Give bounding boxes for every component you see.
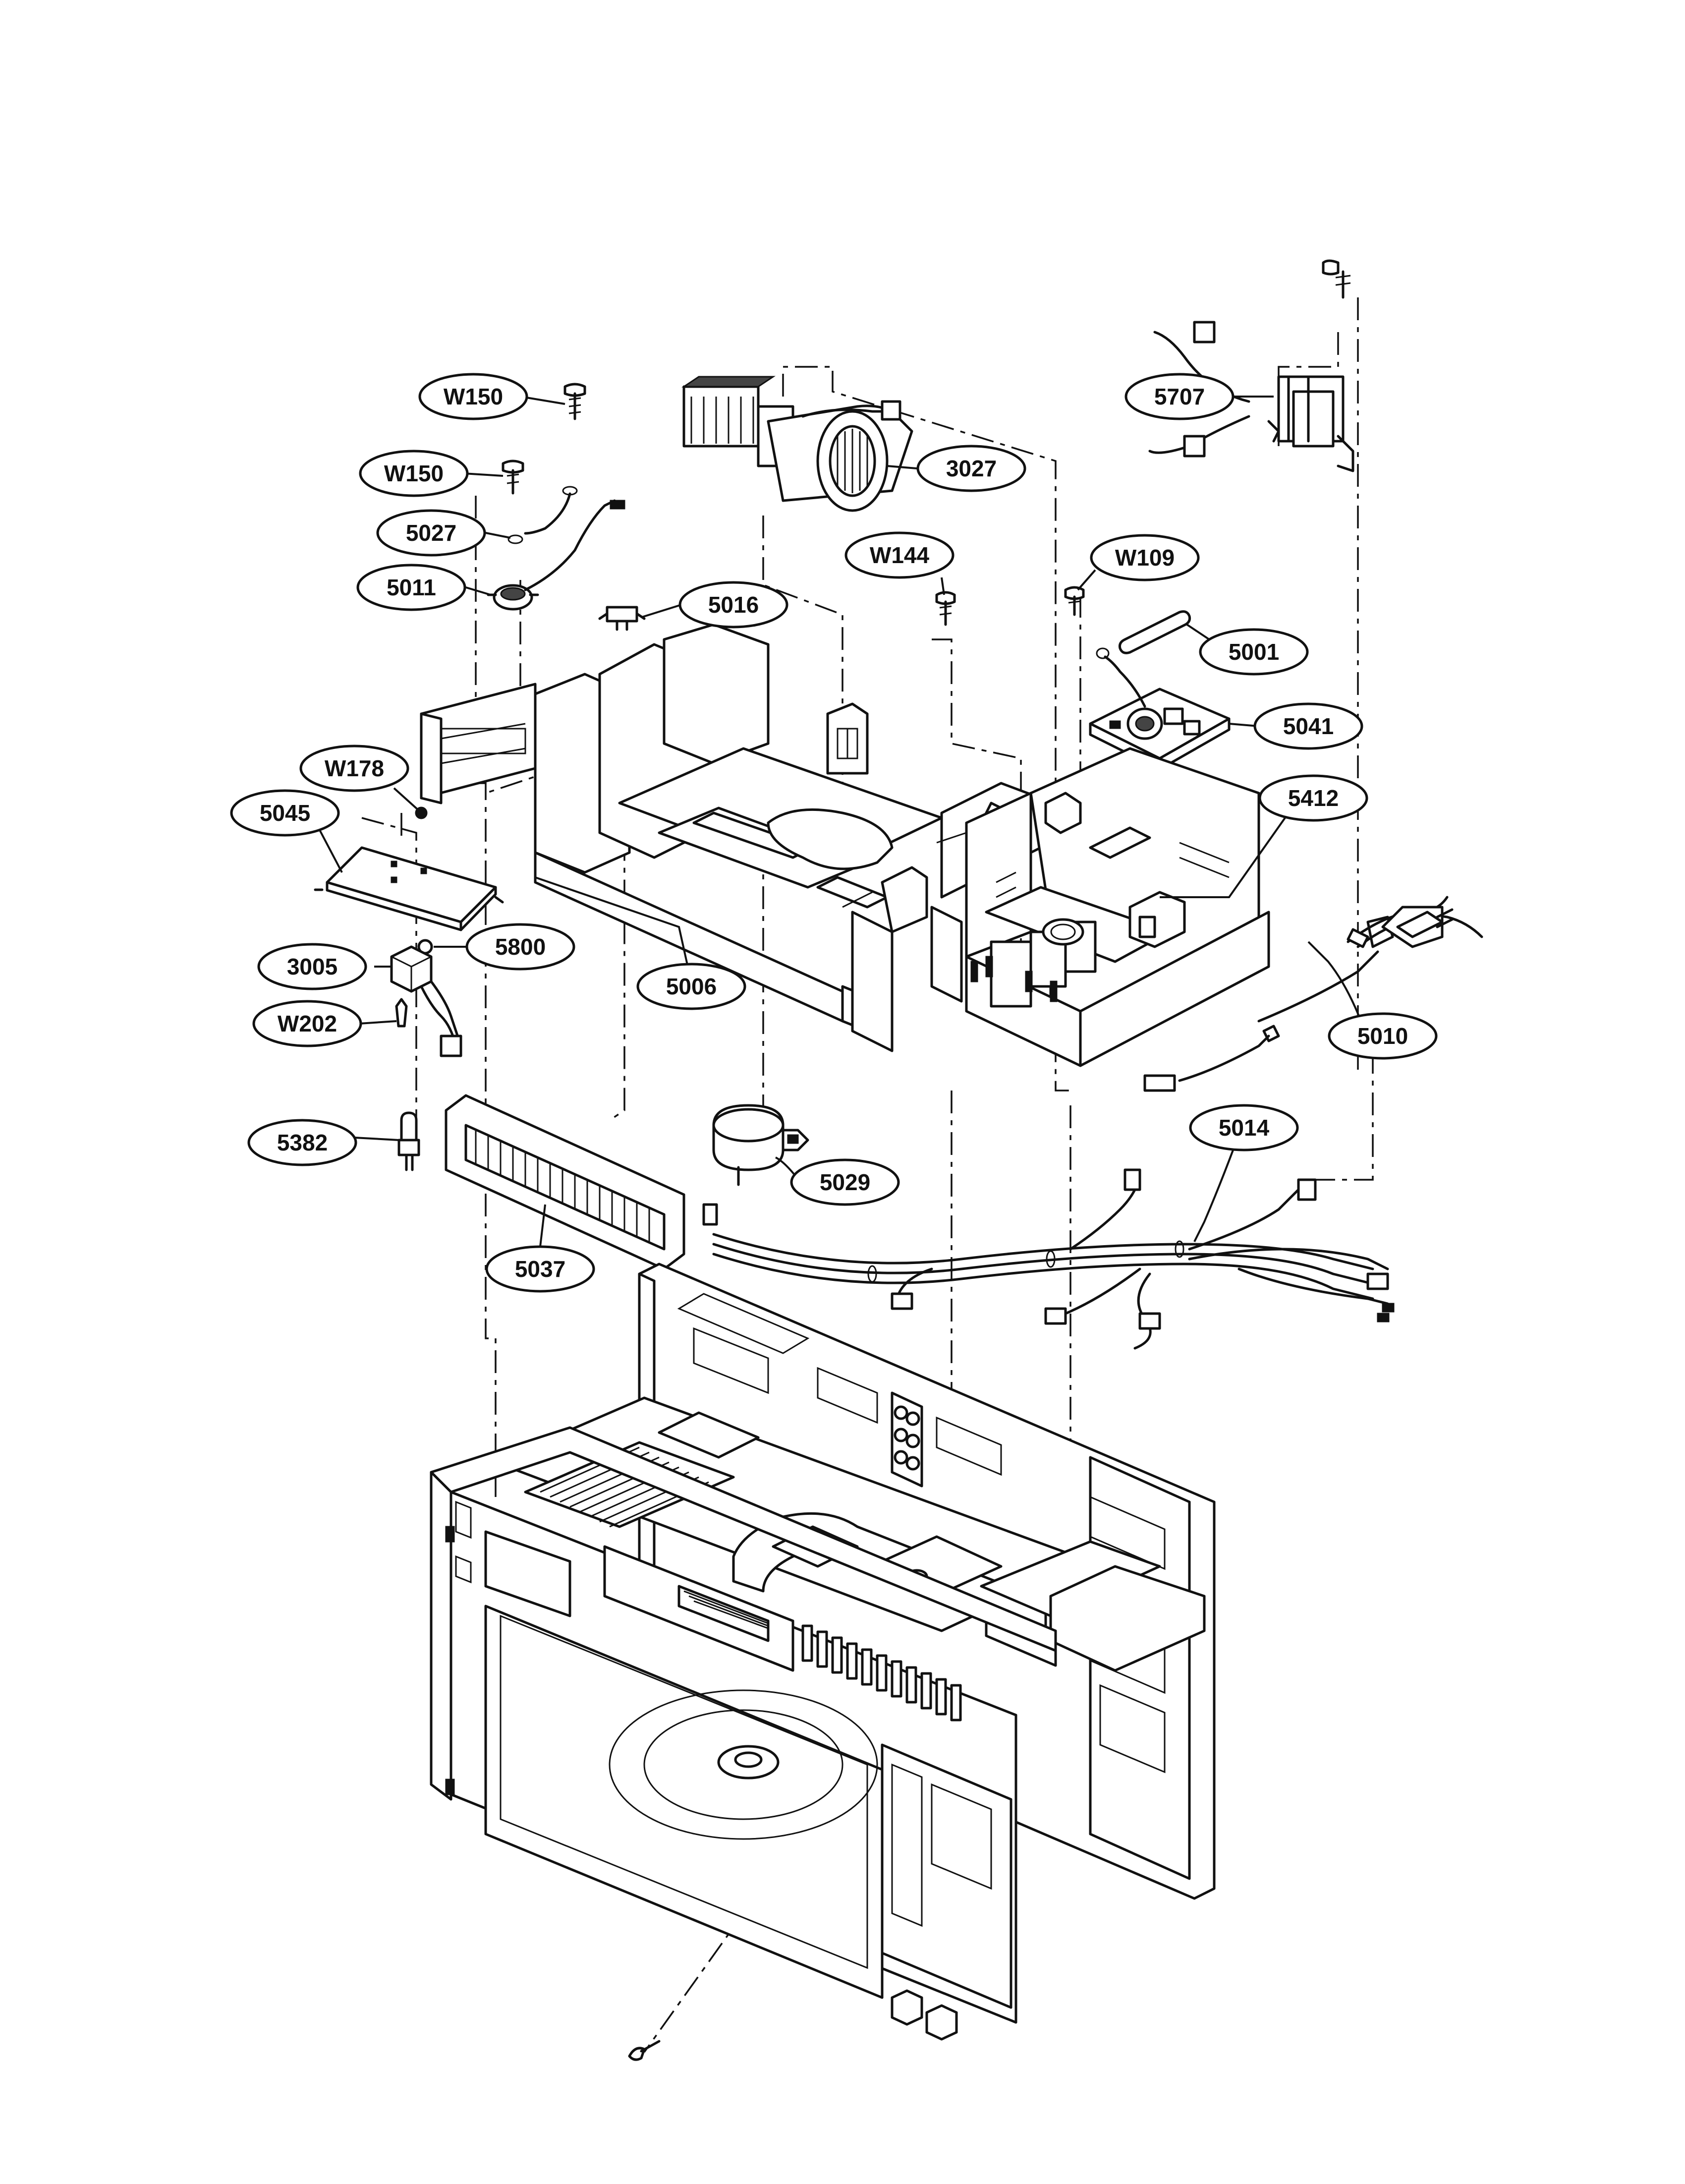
frame-louvers [801, 1624, 962, 1722]
svg-text:5800: 5800 [495, 934, 546, 960]
callout-w150-upper: W150 [418, 373, 528, 420]
callout-5010: 5010 [1328, 1012, 1438, 1060]
callout-w178: W178 [299, 745, 409, 792]
screw-w150-lower [502, 460, 524, 495]
svg-text:W150: W150 [444, 384, 503, 409]
screw-bottom [628, 2040, 661, 2061]
svg-text:5041: 5041 [1283, 713, 1334, 739]
callout-5027: 5027 [376, 509, 486, 557]
callout-3005: 3005 [257, 943, 367, 990]
svg-text:5412: 5412 [1288, 785, 1339, 811]
power-cord-5010 [1143, 896, 1483, 1092]
callout-5707: 5707 [1124, 373, 1235, 420]
wire-5027 [507, 486, 578, 544]
svg-text:W178: W178 [325, 755, 384, 781]
callout-5016: 5016 [678, 581, 788, 629]
callout-w150-lower: W150 [359, 450, 469, 497]
callout-5011: 5011 [356, 564, 466, 611]
svg-text:W202: W202 [278, 1011, 337, 1036]
fuse-5001 [1119, 610, 1191, 654]
stirrer-motor-5029 [712, 1104, 809, 1186]
svg-text:5016: 5016 [708, 592, 759, 618]
thermal-fuse-5011 [487, 499, 625, 611]
svg-text:5045: 5045 [260, 800, 310, 826]
vent-perforation [540, 1446, 709, 1528]
callout-w144: W144 [844, 531, 955, 579]
halogen-bulb-5382 [397, 1111, 420, 1171]
lamp-socket-3005 [390, 945, 462, 1057]
callout-5382: 5382 [247, 1119, 357, 1166]
screw-w202 [395, 998, 408, 1028]
control-tray-5412 [965, 747, 1270, 1067]
callout-5037: 5037 [485, 1245, 595, 1293]
svg-text:W150: W150 [384, 460, 444, 486]
callout-w202: W202 [252, 1000, 362, 1047]
noise-filter-pcb-5041 [1089, 647, 1231, 771]
callouts: 5707 3027 W150 W150 5027 5011 5016 W144 [230, 373, 1438, 1293]
thermostat-5016 [598, 606, 646, 631]
transformer-5707 [1148, 259, 1354, 472]
svg-text:3027: 3027 [946, 456, 997, 481]
oven-cavity [430, 1263, 1216, 2041]
callout-5800: 5800 [465, 923, 575, 971]
callout-5006: 5006 [636, 963, 746, 1010]
svg-text:W109: W109 [1115, 545, 1175, 571]
svg-text:5011: 5011 [387, 575, 436, 600]
callout-5412: 5412 [1258, 774, 1368, 822]
svg-text:5010: 5010 [1357, 1023, 1408, 1049]
grille-5037 [445, 1094, 685, 1270]
fan-motor-3027 [681, 376, 913, 512]
callout-5014: 5014 [1189, 1104, 1299, 1151]
screw-w150-upper [563, 383, 586, 420]
svg-text:W144: W144 [870, 542, 930, 568]
svg-text:5027: 5027 [406, 520, 456, 546]
callout-5001: 5001 [1199, 628, 1309, 676]
svg-text:5029: 5029 [820, 1169, 870, 1195]
callout-5029: 5029 [790, 1158, 900, 1206]
svg-text:3005: 3005 [287, 954, 337, 979]
svg-text:5707: 5707 [1154, 384, 1205, 409]
callout-3027: 3027 [916, 445, 1026, 492]
svg-text:5014: 5014 [1219, 1115, 1270, 1141]
screws [395, 383, 1085, 2061]
svg-text:5001: 5001 [1229, 639, 1279, 665]
svg-text:5382: 5382 [277, 1130, 328, 1155]
wire-harness-5014 [702, 1168, 1395, 1350]
svg-text:5006: 5006 [666, 974, 717, 999]
screw-w144 [935, 591, 956, 626]
callout-5041: 5041 [1253, 702, 1363, 750]
grille-slats [475, 1130, 650, 1243]
callout-w109: W109 [1090, 534, 1200, 581]
callout-5045: 5045 [230, 789, 340, 837]
lamp-cover-5045 [314, 846, 504, 931]
svg-text:5037: 5037 [515, 1256, 565, 1282]
